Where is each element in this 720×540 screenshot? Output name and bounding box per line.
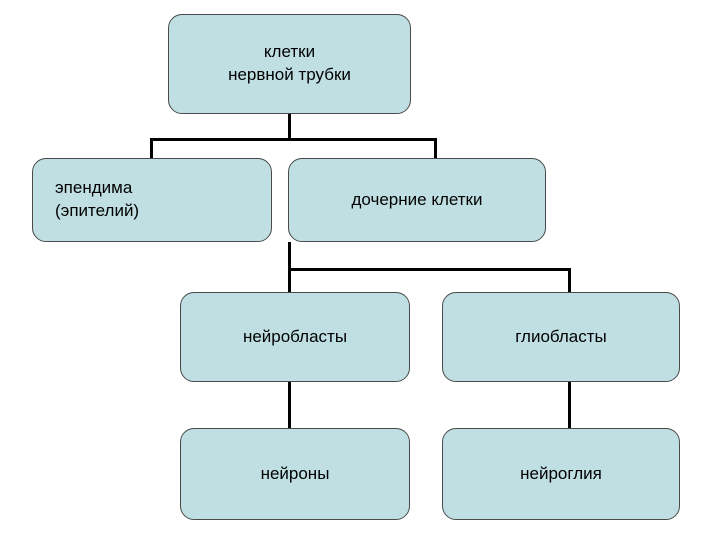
node-neural-tube-cells[interactable]: клетки нервной трубки: [168, 14, 411, 114]
connector-bus-level-1: [150, 138, 437, 141]
node-neuroblasts[interactable]: нейробласты: [180, 292, 410, 382]
node-neuroglia[interactable]: нейроглия: [442, 428, 680, 520]
node-ependyma-epithelium[interactable]: эпендима (эпителий): [32, 158, 272, 242]
connector-bus-level-2: [288, 268, 571, 271]
connector-drop-to-ependyma: [150, 138, 153, 160]
connector-neuroblasts-to-neurons: [288, 382, 291, 432]
connector-trunk-from-root: [288, 114, 291, 140]
node-daughter-cells[interactable]: дочерние клетки: [288, 158, 546, 242]
connector-drop-to-daughter: [434, 138, 437, 160]
connector-drop-to-glioblasts: [568, 268, 571, 296]
connector-drop-to-neuroblasts: [288, 268, 291, 296]
connector-glioblasts-to-neuroglia: [568, 382, 571, 432]
node-neurons[interactable]: нейроны: [180, 428, 410, 520]
connector-trunk-from-daughter: [288, 242, 291, 268]
node-glioblasts[interactable]: глиобласты: [442, 292, 680, 382]
